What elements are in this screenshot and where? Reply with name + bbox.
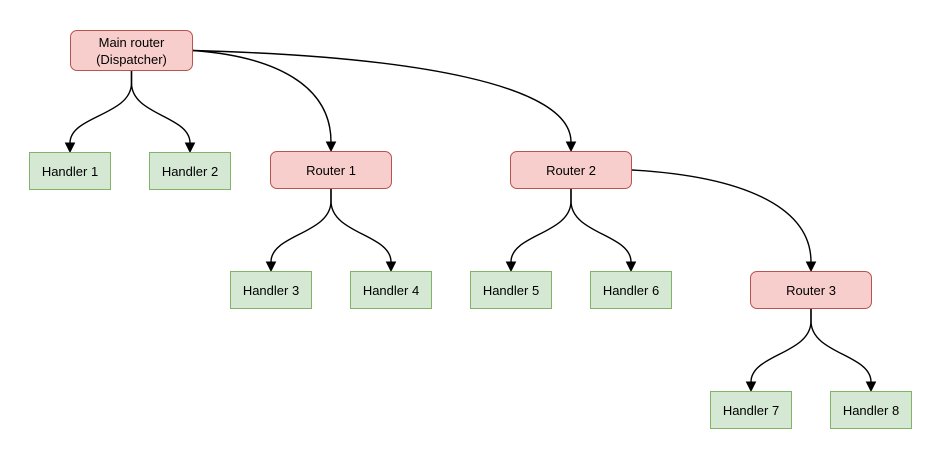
node-handler-1: Handler 1 <box>29 152 111 190</box>
node-handler-2: Handler 2 <box>149 152 231 190</box>
arrowhead-icon <box>184 142 196 154</box>
node-label: Handler 2 <box>161 163 219 179</box>
edge-router-3-to-handler-7 <box>750 309 812 383</box>
edge-router-1-to-handler-4 <box>330 189 392 263</box>
node-handler-8: Handler 8 <box>830 391 912 429</box>
node-handler-6: Handler 6 <box>590 271 672 309</box>
edge-router-2-to-handler-6 <box>570 189 632 263</box>
node-label: Handler 8 <box>842 402 900 418</box>
arrowhead-icon <box>64 142 76 154</box>
node-label: Main router (Dispatcher) <box>96 34 167 67</box>
arrowhead-icon <box>505 261 517 273</box>
arrowhead-icon <box>805 261 817 273</box>
arrowhead-icon <box>745 381 757 393</box>
arrowhead-icon <box>865 381 877 393</box>
node-label: Router 1 <box>306 162 356 178</box>
arrowhead-icon <box>565 141 577 153</box>
edge-main-router-to-handler-2 <box>130 71 191 144</box>
arrowhead-icon <box>325 141 337 153</box>
node-label: Router 3 <box>786 282 836 298</box>
edge-router-3-to-handler-8 <box>810 309 872 383</box>
edge-main-router-to-router-2 <box>192 49 572 143</box>
edge-router-2-to-handler-5 <box>510 189 572 263</box>
node-label: Handler 7 <box>722 402 780 418</box>
arrowhead-icon <box>265 261 277 273</box>
node-router-3: Router 3 <box>750 271 872 309</box>
node-label: Handler 3 <box>242 282 300 298</box>
edge-router-2-to-router-3 <box>631 169 812 263</box>
node-label: Handler 4 <box>362 282 420 298</box>
node-label: Handler 6 <box>602 282 660 298</box>
node-handler-5: Handler 5 <box>470 271 552 309</box>
edge-router-1-to-handler-3 <box>270 189 332 263</box>
node-label: Handler 1 <box>41 163 99 179</box>
node-router-2: Router 2 <box>510 151 632 189</box>
edge-main-router-to-handler-1 <box>69 71 133 144</box>
node-router-1: Router 1 <box>270 151 392 189</box>
node-handler-3: Handler 3 <box>230 271 312 309</box>
arrowhead-icon <box>385 261 397 273</box>
edge-main-router-to-router-1 <box>192 49 332 143</box>
node-handler-4: Handler 4 <box>350 271 432 309</box>
arrowhead-icon <box>625 261 637 273</box>
node-label: Handler 5 <box>482 282 540 298</box>
node-label: Router 2 <box>546 162 596 178</box>
node-main-router: Main router (Dispatcher) <box>70 30 193 71</box>
node-handler-7: Handler 7 <box>710 391 792 429</box>
